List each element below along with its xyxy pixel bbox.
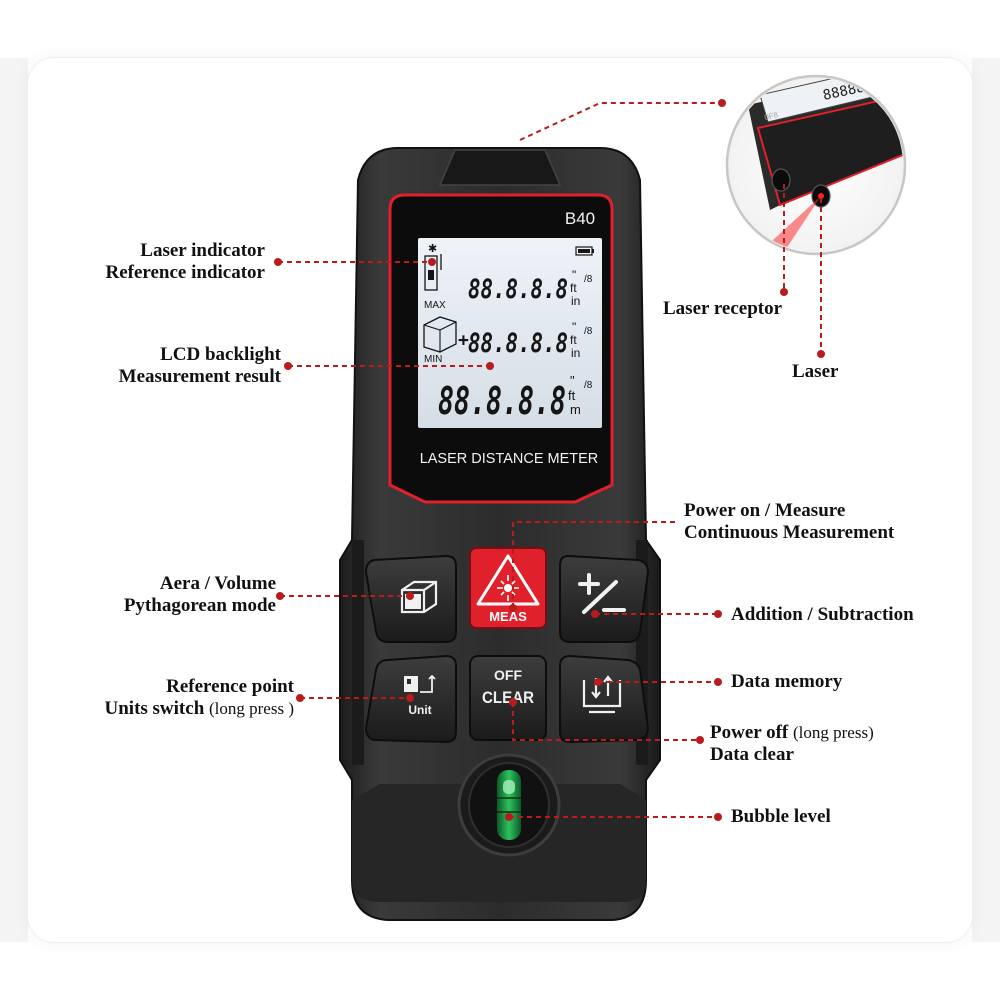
clear-label: CLEAR — [482, 688, 534, 707]
leader-lines — [278, 102, 822, 818]
svg-text:ft: ft — [570, 333, 577, 347]
callout-lcd-backlight: LCD backlight — [160, 344, 281, 365]
lcd-units-row-2: " /8 ft in — [570, 320, 593, 360]
callout-power-off-text: Power off — [710, 722, 789, 743]
plus-minus-icon — [578, 573, 626, 614]
off-clear-button[interactable]: OFF CLEAR — [469, 655, 547, 741]
laser-head-inset: 88888 0F8 — [725, 74, 907, 256]
svg-text:ft: ft — [568, 388, 576, 403]
callout-reference-indicator: Reference indicator — [105, 262, 265, 283]
callout-units-switch-note: (long press ) — [209, 699, 294, 718]
callout-laser-indicator: Laser indicator — [140, 240, 265, 261]
svg-text:m: m — [570, 402, 581, 417]
callout-units-switch-text: Units switch — [104, 698, 205, 719]
svg-text:in: in — [571, 294, 580, 308]
callout-power-off-note: (long press) — [793, 723, 874, 742]
lcd-units-row-3: " /8 ft m — [568, 373, 593, 417]
callout-add-sub: Addition / Subtraction — [731, 604, 914, 625]
lcd-min-label: MIN — [424, 354, 442, 365]
lcd-plus-sign: + — [458, 330, 469, 351]
laser-indicator-icon: ✱ — [424, 243, 442, 291]
lcd-display: ✱ MAX MIN 88.8.8.8 + 88.8.8.8 88.8.8.8 "… — [418, 238, 602, 428]
callout-bubble-level: Bubble level — [731, 806, 831, 827]
callout-laser: Laser — [792, 361, 839, 382]
reference-point-icon — [404, 674, 436, 693]
callout-pythagorean: Pythagorean mode — [123, 595, 276, 616]
lcd-row-3: 88.8.8.8 — [438, 379, 566, 423]
callout-power-on: Power on / Measure — [684, 500, 846, 521]
callout-data-memory: Data memory — [731, 671, 843, 692]
svg-text:✱: ✱ — [428, 243, 437, 255]
callout-measurement-result: Measurement result — [118, 366, 281, 387]
svg-text:/8: /8 — [584, 380, 593, 391]
bubble-level — [352, 753, 646, 902]
svg-text:/8: /8 — [584, 274, 593, 285]
callout-continuous: Continuous Measurement — [684, 522, 895, 543]
svg-text:": " — [572, 320, 576, 334]
svg-text:": " — [570, 373, 575, 388]
panel-label: LASER DISTANCE METER — [420, 451, 599, 467]
lcd-max-label: MAX — [424, 300, 446, 311]
memory-icon — [582, 675, 622, 714]
lcd-row-2: 88.8.8.8 — [468, 328, 568, 359]
volume-icon — [423, 316, 457, 353]
callout-laser-receptor: Laser receptor — [663, 298, 783, 319]
callout-units-switch: Units switch (long press ) — [105, 698, 295, 720]
lcd-units-row-1: " /8 ft in — [570, 268, 593, 308]
leader-dots — [274, 99, 825, 821]
battery-icon — [575, 246, 594, 256]
off-label: OFF — [494, 667, 522, 683]
data-memory-button[interactable] — [559, 654, 650, 744]
svg-text:ft: ft — [570, 281, 577, 295]
callout-data-clear: Data clear — [710, 744, 794, 765]
laser-warning-icon — [476, 554, 540, 606]
svg-text:/8: /8 — [584, 326, 593, 337]
add-subtract-button[interactable] — [559, 554, 650, 643]
callout-reference-point: Reference point — [166, 676, 294, 697]
meas-label: MEAS — [489, 609, 527, 624]
meas-button[interactable]: MEAS — [469, 547, 547, 629]
svg-text:": " — [572, 268, 576, 282]
frame-left — [0, 58, 28, 942]
callout-area-volume: Aera / Volume — [159, 573, 276, 594]
svg-text:in: in — [571, 346, 580, 360]
model-label: B40 — [565, 209, 595, 228]
inset-model-label: 0F8 — [764, 110, 780, 122]
unit-label: Unit — [408, 703, 431, 717]
lcd-row-1: 88.8.8.8 — [468, 274, 568, 305]
callout-power-off: Power off (long press) — [710, 722, 874, 744]
frame-right — [972, 58, 1000, 942]
